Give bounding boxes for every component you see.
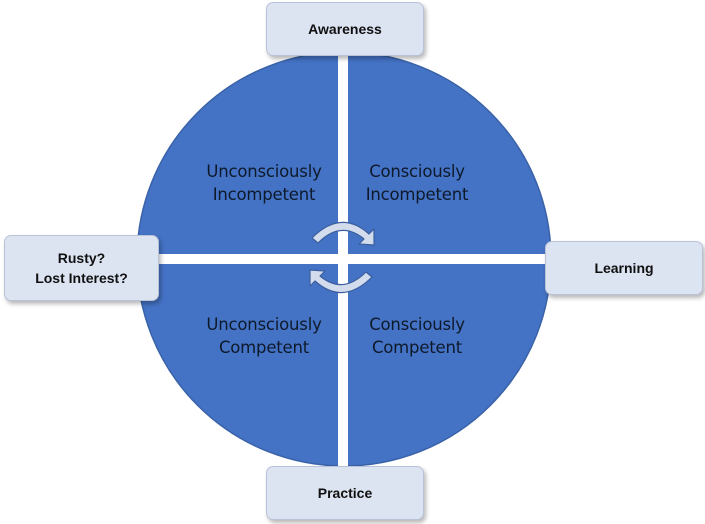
quadrant-label-line1: Unconsciously	[206, 315, 322, 334]
tag-learning: Learning	[545, 241, 703, 295]
circular-arrows-icon	[309, 221, 375, 294]
tag-label-line2: Lost Interest?	[35, 270, 128, 286]
quadrant-label-line2: Competent	[218, 338, 310, 357]
quadrant-unconsciously-incompetent: Unconsciously Incompetent	[179, 160, 349, 206]
quadrant-consciously-competent: Consciously Competent	[332, 313, 502, 359]
tag-label-line1: Rusty?	[57, 250, 106, 266]
quadrant-label-line1: Consciously	[369, 315, 465, 334]
horizontal-divider	[130, 254, 560, 264]
quadrant-unconsciously-competent: Unconsciously Competent	[179, 313, 349, 359]
quadrant-label-line2: Incompetent	[212, 185, 316, 204]
quadrant-label-line1: Consciously	[369, 162, 465, 181]
tag-rusty-lost-interest: Rusty? Lost Interest?	[4, 235, 159, 301]
vertical-divider	[338, 20, 348, 480]
tag-awareness: Awareness	[266, 2, 424, 56]
quadrant-label-line2: Incompetent	[365, 185, 469, 204]
tag-practice: Practice	[266, 466, 424, 520]
tag-label: Practice	[317, 485, 373, 501]
tag-label: Learning	[594, 260, 654, 276]
quadrant-consciously-incompetent: Consciously Incompetent	[332, 160, 502, 206]
lower-cycle-arrow	[309, 269, 373, 294]
upper-cycle-arrow	[311, 221, 375, 246]
quadrant-label-line2: Competent	[371, 338, 463, 357]
tag-label: Awareness	[308, 21, 382, 37]
quadrant-label-line1: Unconsciously	[206, 162, 322, 181]
